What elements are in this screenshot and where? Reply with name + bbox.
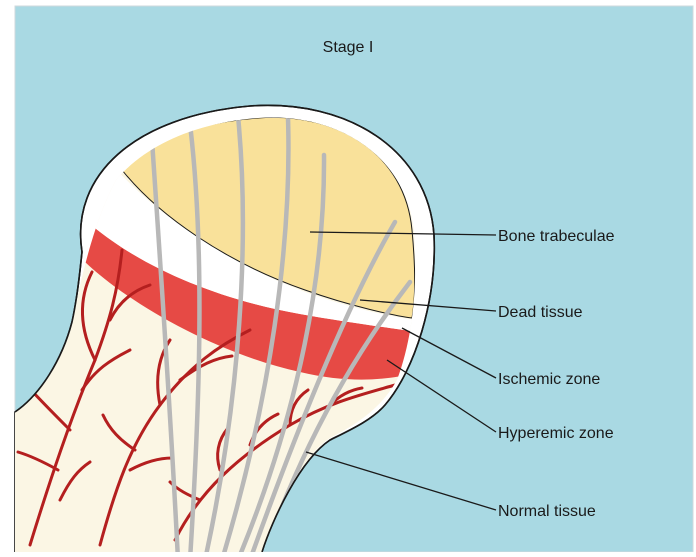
label-ischemic-zone: Ischemic zone — [498, 371, 600, 388]
label-dead-tissue: Dead tissue — [498, 304, 583, 321]
label-normal-tissue: Normal tissue — [498, 503, 596, 520]
label-bone-trabeculae: Bone trabeculae — [498, 228, 615, 245]
label-hyperemic-zone: Hyperemic zone — [498, 425, 614, 442]
stage-title: Stage I — [323, 39, 374, 56]
